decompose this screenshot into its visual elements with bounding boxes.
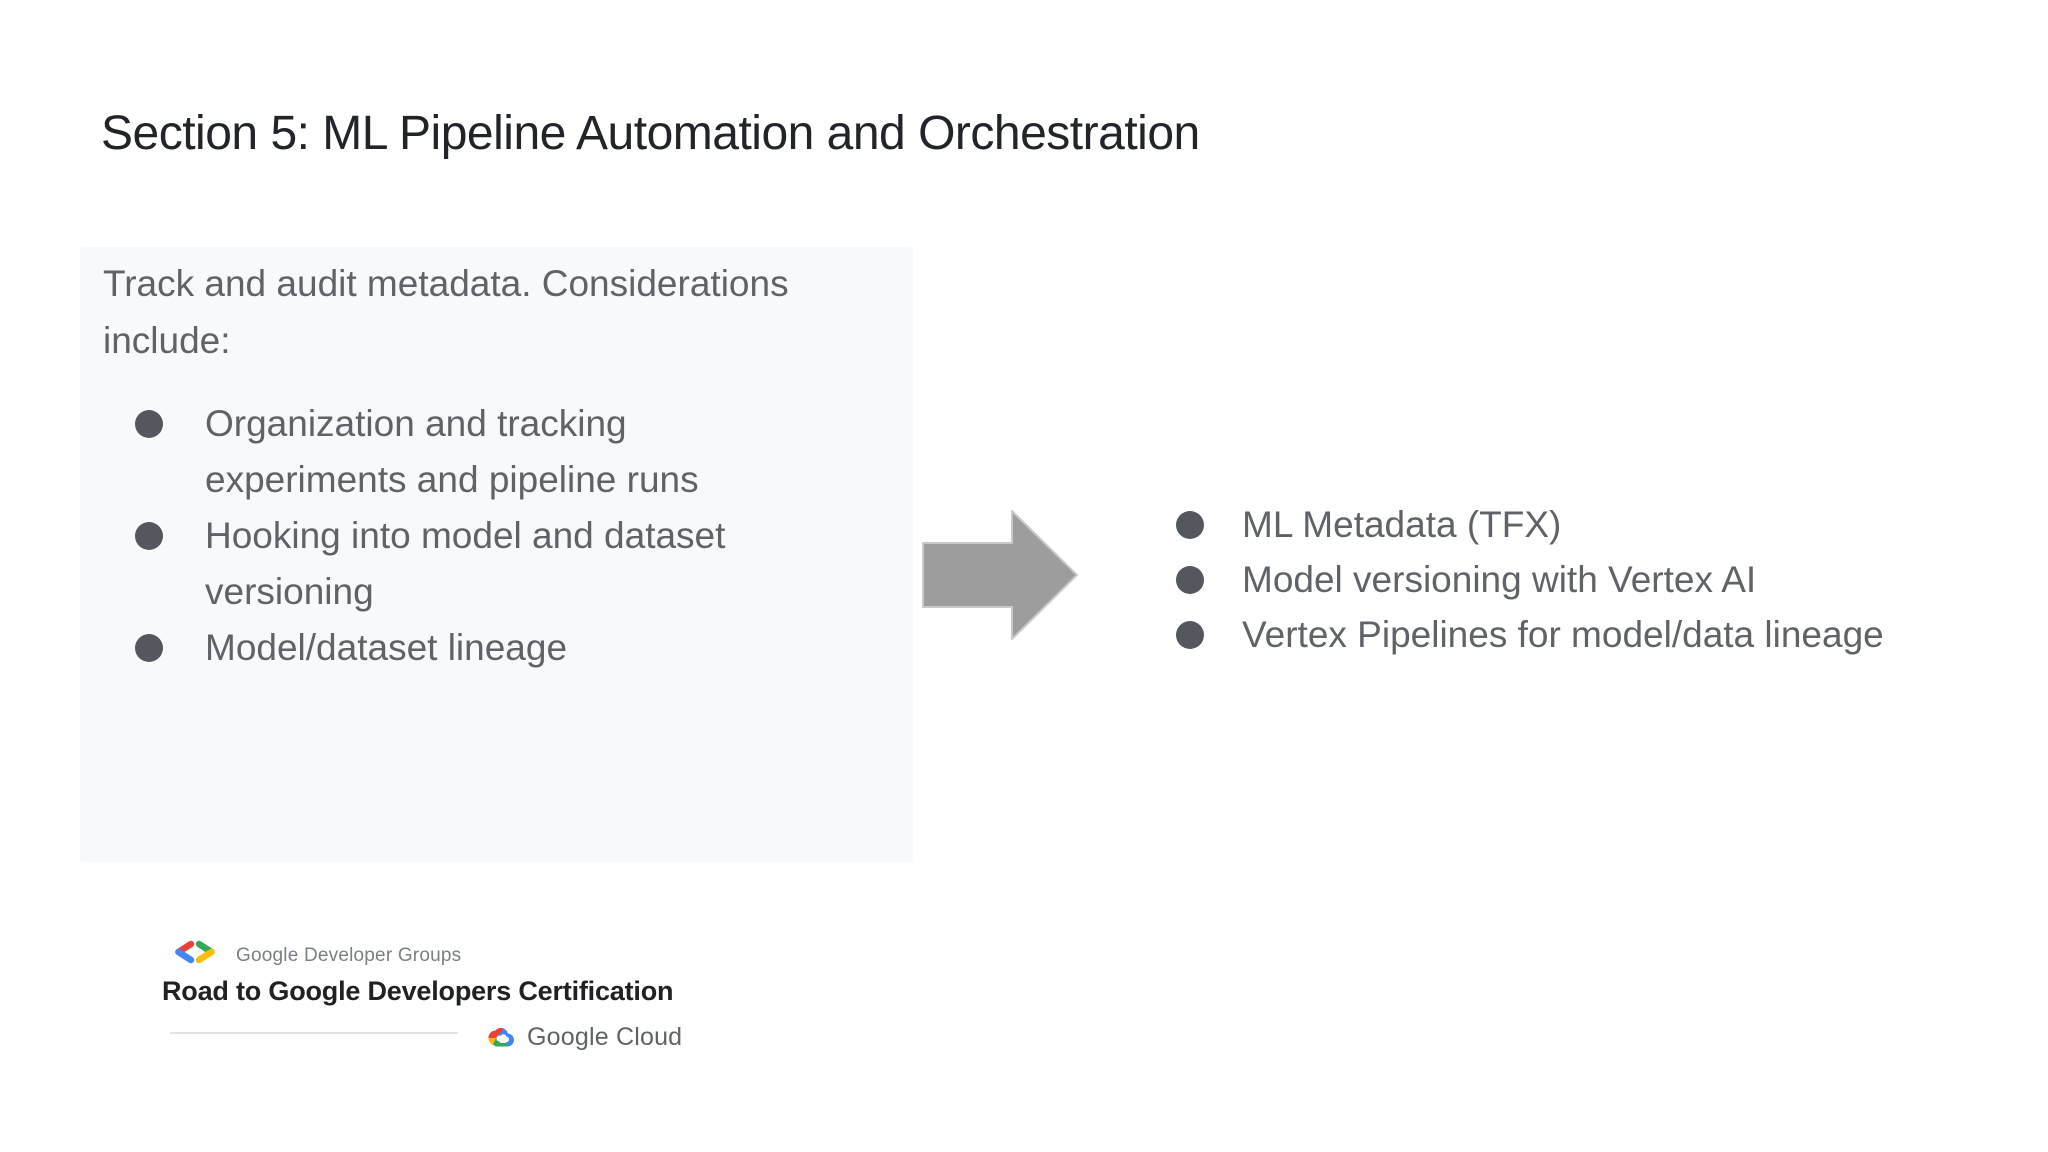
- list-item-label: Vertex Pipelines for model/data lineage: [1242, 614, 1884, 655]
- google-cloud-icon: [488, 1028, 514, 1047]
- considerations-bullet-list: Organization and tracking experiments an…: [135, 396, 835, 676]
- list-item-label: Hooking into model and dataset versionin…: [205, 515, 726, 612]
- bullet-dot-icon: [135, 410, 163, 438]
- tools-bullet-list: ML Metadata (TFX) Model versioning with …: [1176, 497, 1884, 662]
- program-title: Road to Google Developers Certification: [162, 976, 674, 1006]
- gdg-brackets-icon: [175, 940, 215, 964]
- bullet-dot-icon: [135, 634, 163, 662]
- google-cloud-wordmark: Google Cloud: [527, 1023, 683, 1051]
- list-item: Vertex Pipelines for model/data lineage: [1176, 607, 1884, 662]
- list-item: Hooking into model and dataset versionin…: [135, 508, 835, 620]
- bullet-dot-icon: [135, 522, 163, 550]
- list-item-label: Organization and tracking experiments an…: [205, 403, 699, 500]
- bullet-dot-icon: [1176, 566, 1204, 594]
- list-item-label: Model versioning with Vertex AI: [1242, 559, 1757, 600]
- list-item-label: ML Metadata (TFX): [1242, 504, 1562, 545]
- list-item: Model/dataset lineage: [135, 620, 835, 676]
- considerations-panel: [80, 247, 913, 862]
- gdg-label: Google Developer Groups: [236, 945, 462, 966]
- slide-title: Section 5: ML Pipeline Automation and Or…: [101, 107, 1200, 160]
- list-item: Organization and tracking experiments an…: [135, 396, 835, 508]
- bullet-dot-icon: [1176, 621, 1204, 649]
- footer-divider: [170, 1032, 458, 1034]
- bullet-dot-icon: [1176, 511, 1204, 539]
- considerations-intro-text: Track and audit metadata. Considerations…: [103, 263, 789, 361]
- list-item: ML Metadata (TFX): [1176, 497, 1884, 552]
- list-item: Model versioning with Vertex AI: [1176, 552, 1884, 607]
- list-item-label: Model/dataset lineage: [205, 627, 568, 668]
- arrow-right-icon: [922, 510, 1078, 640]
